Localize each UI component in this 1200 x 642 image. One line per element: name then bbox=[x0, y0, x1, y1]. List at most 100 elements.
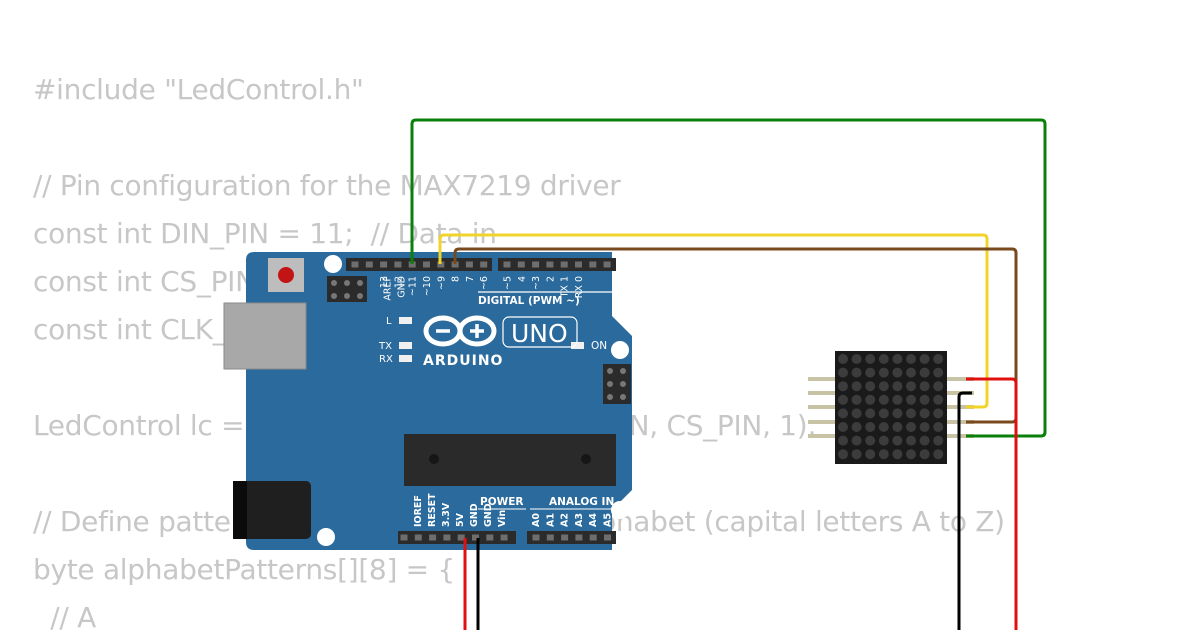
analog-label: ANALOG IN bbox=[549, 496, 614, 508]
matrix-led bbox=[892, 422, 903, 432]
digital-pin-label: ~6 bbox=[479, 276, 490, 290]
led-l-label: L bbox=[386, 316, 392, 327]
matrix-led bbox=[892, 354, 903, 364]
digital-pin-label: 13 bbox=[379, 276, 390, 288]
wire-red-vcc[interactable] bbox=[966, 377, 1018, 630]
matrix-led bbox=[865, 367, 876, 378]
wire-black-gnd[interactable] bbox=[957, 391, 972, 630]
matrix-led bbox=[838, 435, 848, 446]
matrix-led bbox=[892, 381, 903, 392]
matrix-led bbox=[906, 367, 916, 378]
matrix-led bbox=[851, 449, 862, 460]
matrix-led bbox=[878, 394, 889, 405]
mounting-hole bbox=[324, 255, 342, 273]
matrix-led bbox=[892, 435, 903, 446]
matrix-pins-left bbox=[808, 377, 836, 438]
reset-button-cap bbox=[278, 267, 294, 283]
matrix-led bbox=[838, 367, 848, 378]
matrix-led bbox=[906, 354, 916, 364]
analog-pin-label: A5 bbox=[603, 513, 614, 527]
power-pin-label: Vin bbox=[497, 510, 508, 527]
matrix-led bbox=[878, 449, 889, 460]
power-pin-label: GND bbox=[483, 503, 494, 527]
matrix-led bbox=[878, 354, 889, 364]
led-rx bbox=[399, 355, 412, 362]
matrix-led bbox=[878, 422, 889, 432]
matrix-led bbox=[919, 422, 930, 432]
matrix-led bbox=[865, 394, 876, 405]
matrix-led bbox=[851, 381, 862, 392]
matrix-led bbox=[851, 408, 862, 419]
matrix-led bbox=[838, 381, 848, 392]
matrix-led bbox=[851, 354, 862, 364]
matrix-led bbox=[906, 449, 916, 460]
matrix-led bbox=[878, 435, 889, 446]
digital-header-label: DIGITAL (PWM ~) bbox=[478, 295, 580, 307]
matrix-led-grid bbox=[838, 354, 944, 460]
matrix-led bbox=[865, 435, 876, 446]
matrix-led bbox=[878, 408, 889, 419]
code-line: byte alphabetPatterns[][8] = { bbox=[33, 553, 455, 586]
analog-header bbox=[527, 531, 616, 544]
analog-pin-label: A2 bbox=[560, 513, 571, 527]
matrix-led bbox=[919, 408, 930, 419]
led-on-label: ON bbox=[591, 340, 607, 352]
wire-yellow-din[interactable] bbox=[438, 233, 989, 409]
power-pin-label: GND bbox=[469, 503, 480, 527]
matrix-led bbox=[919, 449, 930, 460]
matrix-led bbox=[892, 408, 903, 419]
matrix-led bbox=[906, 408, 916, 419]
analog-pin-label: A1 bbox=[545, 513, 556, 527]
matrix-led bbox=[906, 381, 916, 392]
matrix-led bbox=[919, 354, 930, 364]
power-label: POWER bbox=[480, 496, 523, 508]
led-rx-label: RX bbox=[379, 354, 393, 365]
mounting-hole bbox=[317, 528, 335, 546]
digital-pin-label: 12 bbox=[393, 276, 404, 288]
matrix-led bbox=[933, 435, 944, 446]
matrix-led bbox=[906, 394, 916, 405]
power-pin-label: RESET bbox=[427, 493, 438, 527]
usb-connector bbox=[223, 302, 307, 370]
arduino-logo-icon bbox=[423, 315, 497, 347]
matrix-led bbox=[919, 381, 930, 392]
matrix-led bbox=[906, 422, 916, 432]
analog-pin-label: A3 bbox=[574, 513, 585, 527]
digital-pin-label: ~5 bbox=[503, 276, 514, 290]
matrix-led bbox=[878, 381, 889, 392]
matrix-led bbox=[851, 422, 862, 432]
matrix-led bbox=[838, 394, 848, 405]
led-l bbox=[399, 317, 412, 324]
icsp-header bbox=[327, 276, 367, 302]
power-pin-label: 5V bbox=[455, 512, 466, 527]
matrix-led bbox=[933, 381, 944, 392]
digital-pin-label: ~9 bbox=[436, 276, 447, 290]
matrix-led bbox=[919, 394, 930, 405]
max7219-led-matrix[interactable] bbox=[808, 351, 974, 464]
atmega-chip bbox=[404, 434, 616, 486]
analog-pin-label: A0 bbox=[531, 513, 542, 527]
matrix-led bbox=[933, 394, 944, 405]
led-tx bbox=[399, 342, 412, 349]
power-pin-label: 3.3V bbox=[441, 502, 452, 527]
wire-green-clk[interactable] bbox=[410, 118, 1047, 438]
digital-pin-label: RX 0 bbox=[574, 276, 585, 298]
led-tx-label: TX bbox=[378, 341, 392, 352]
matrix-led bbox=[865, 354, 876, 364]
code-line: // Pin configuration for the MAX7219 dri… bbox=[33, 169, 621, 202]
matrix-led bbox=[906, 435, 916, 446]
code-line: #include "LedControl.h" bbox=[33, 73, 364, 106]
matrix-led bbox=[933, 354, 944, 364]
digital-header-right bbox=[498, 258, 616, 271]
digital-pin-label: ~3 bbox=[531, 276, 542, 290]
matrix-led bbox=[838, 422, 848, 432]
matrix-led bbox=[892, 367, 903, 378]
digital-header-left bbox=[346, 258, 492, 271]
digital-pin-label: 8 bbox=[451, 276, 462, 282]
matrix-led bbox=[838, 354, 848, 364]
matrix-led bbox=[892, 394, 903, 405]
